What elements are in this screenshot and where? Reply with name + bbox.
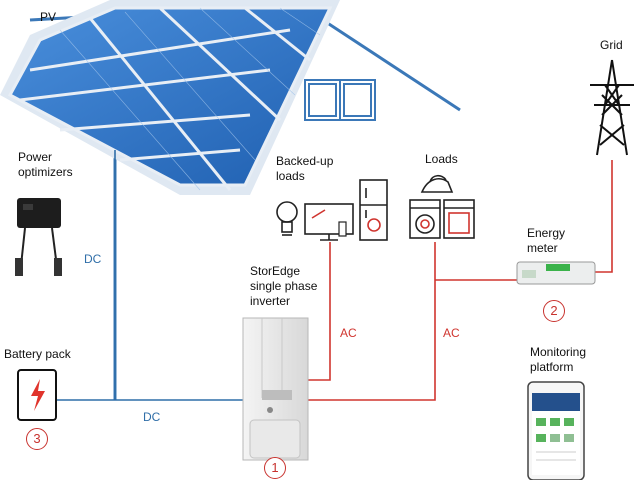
light-bulb-icon (277, 202, 297, 235)
power-optimizers-label-line1: Power (18, 150, 52, 165)
inverter-label-line3: inverter (250, 294, 290, 309)
marker-inverter: 1 (264, 457, 286, 479)
marker-energy-meter: 2 (543, 300, 565, 322)
battery-pack-label: Battery pack (4, 347, 71, 362)
backed-up-loads-label-line1: Backed-up (276, 154, 333, 169)
energy-meter-label-line2: meter (527, 241, 558, 256)
battery-pack-icon (18, 370, 56, 420)
marker-battery: 3 (26, 428, 48, 450)
energy-meter-icon (517, 262, 595, 284)
ac-label-right: AC (443, 326, 460, 341)
monitoring-phone-icon (528, 382, 584, 480)
ac-label-left: AC (340, 326, 357, 341)
backed-up-loads-label-line2: loads (276, 169, 305, 184)
power-optimizers-label-line2: optimizers (18, 165, 73, 180)
monitoring-platform-label-line2: platform (530, 360, 573, 375)
inverter-label-line2: single phase (250, 279, 317, 294)
iron-icon (422, 176, 452, 192)
house-window (305, 80, 375, 120)
dc-label-upper: DC (84, 252, 101, 267)
grid-label: Grid (600, 38, 623, 53)
inverter-icon (243, 318, 308, 460)
pv-label: PV (40, 10, 56, 25)
loads-label: Loads (425, 152, 458, 167)
dc-label-lower: DC (143, 410, 160, 425)
inverter-label-line1: StorEdge (250, 264, 300, 279)
power-optimizer-icon (15, 198, 62, 276)
monitoring-platform-label-line1: Monitoring (530, 345, 586, 360)
tv-icon (305, 204, 353, 240)
grid-tower-icon (590, 60, 634, 155)
oven-icon (444, 200, 474, 238)
washing-machine-icon (410, 200, 440, 238)
fridge-icon (360, 180, 387, 240)
energy-meter-label-line1: Energy (527, 226, 565, 241)
